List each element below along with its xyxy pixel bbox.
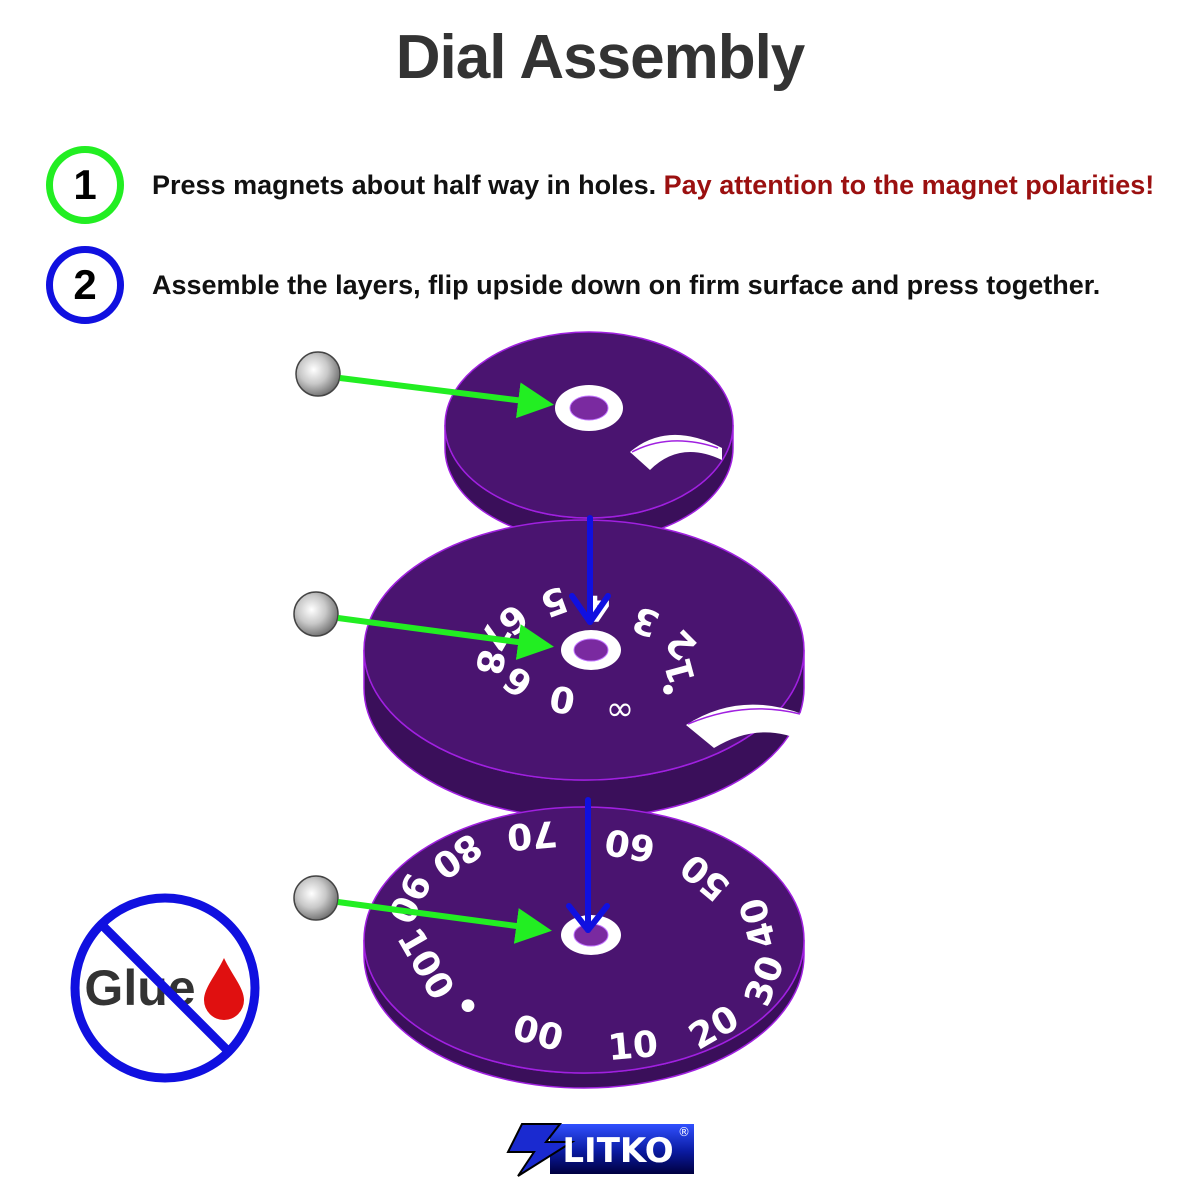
top-dial-layer — [444, 331, 734, 542]
logo-registered-mark: ® — [678, 1125, 690, 1139]
step-1: 1 Press magnets about half way in holes.… — [46, 145, 1154, 225]
magnet-arrow-bottom — [337, 899, 552, 944]
logo-text: LITKO — [562, 1131, 673, 1171]
magnet-arrow-top — [339, 375, 554, 419]
step-2-instruction: Assemble the layers, flip upside down on… — [152, 269, 1101, 300]
step-1-instruction: Press magnets about half way in holes. — [152, 169, 657, 200]
magnet-bottom — [293, 875, 552, 944]
bottom-dial-number-70: 70 — [505, 812, 558, 857]
litko-logo: LITKO ® — [506, 1123, 694, 1177]
step-1-text: Press magnets about half way in holes. P… — [152, 170, 1154, 201]
middle-dial-dot: • — [658, 671, 678, 711]
magnet-arrow-middle — [337, 615, 554, 660]
magnet-icon — [293, 591, 339, 637]
bottom-dial-dot: • — [455, 982, 481, 1033]
magnet-middle — [293, 591, 554, 660]
magnet-top — [295, 351, 554, 419]
magnet-icon — [295, 351, 341, 397]
page-title: Dial Assembly — [395, 23, 806, 92]
glue-drop-icon — [204, 958, 244, 1020]
step-2: 2 Assemble the layers, flip upside down … — [46, 245, 1100, 325]
bottom-dial-number-10: 10 — [606, 1024, 659, 1069]
stacking-arrows — [566, 515, 611, 933]
stack-arrow-top-head — [569, 593, 611, 625]
step-2-text: Assemble the layers, flip upside down on… — [152, 270, 1100, 301]
stack-arrow-bottom-head — [566, 903, 610, 933]
bottom-dial-layer: 10 20 30 40 50 60 70 80 90 100 00 • — [363, 806, 805, 1089]
middle-dial-layer: 1 2 3 4 5 6 7 8 9 0 • ∞ — [363, 519, 805, 819]
magnet-icon — [293, 875, 339, 921]
step-1-badge: 1 — [46, 146, 124, 224]
middle-dial-infinity: ∞ — [606, 689, 634, 729]
step-2-badge: 2 — [46, 246, 124, 324]
no-glue-sign: Glue — [70, 893, 260, 1083]
bottom-dial-number-60: 60 — [602, 820, 658, 869]
logo-bolt-icon — [506, 1123, 576, 1177]
step-1-warning: Pay attention to the magnet polarities! — [663, 169, 1155, 200]
